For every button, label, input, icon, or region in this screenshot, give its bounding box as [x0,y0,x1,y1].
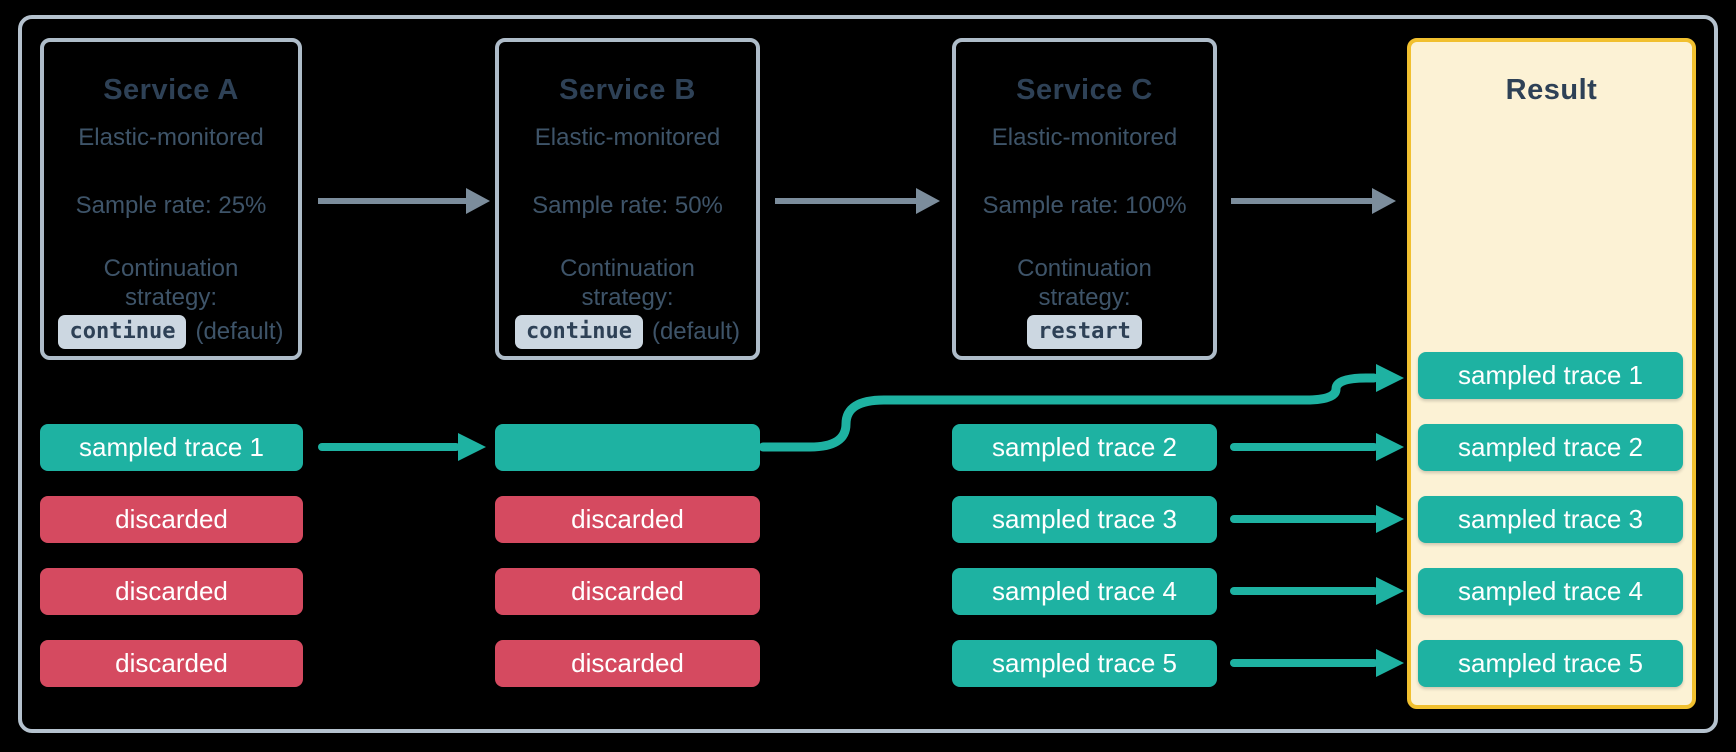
result-chip-sampled-5: sampled trace 5 [1418,640,1683,687]
result-chip-sampled-3: sampled trace 3 [1418,496,1683,543]
trace-chip-b-discarded-2: discarded [495,568,760,615]
trace-chip-b-discarded-1: discarded [495,496,760,543]
service-b-strategy-line2: strategy: [581,284,674,311]
service-a-box: Service A Elastic-monitored Sample rate:… [40,38,302,360]
service-c-box: Service C Elastic-monitored Sample rate:… [952,38,1217,360]
service-b-sample-rate: Sample rate: 50% [532,192,723,219]
service-b-strategy-suffix: (default) [651,318,740,345]
trace-chip-c-sampled-2: sampled trace 2 [952,424,1217,471]
trace-chip-c-sampled-5: sampled trace 5 [952,640,1217,687]
service-b-strategy-line1: Continuation [560,255,695,282]
trace-chip-b-discarded-3: discarded [495,640,760,687]
service-c-sample-rate: Sample rate: 100% [982,192,1187,219]
service-c-strategy-code: restart [1027,315,1142,349]
trace-chip-a-discarded-1: discarded [40,496,303,543]
trace-chip-a-discarded-2: discarded [40,568,303,615]
result-title: Result [1505,74,1598,106]
trace-chip-c-sampled-3: sampled trace 3 [952,496,1217,543]
service-c-title: Service C [1016,74,1153,106]
result-chip-sampled-4: sampled trace 4 [1418,568,1683,615]
trace-chip-a-sampled-1: sampled trace 1 [40,424,303,471]
service-a-strategy-line1: Continuation [103,255,239,282]
service-c-strategy-line1: Continuation [1017,255,1152,282]
service-b-strategy-code: continue [514,315,643,349]
service-c-strategy-line2: strategy: [1038,284,1131,311]
service-a-strategy-line2: strategy: [124,284,218,311]
result-chip-sampled-2: sampled trace 2 [1418,424,1683,471]
service-a-sample-rate: Sample rate: 25% [75,192,267,219]
trace-chip-a-discarded-3: discarded [40,640,303,687]
service-b-strategy-value-row: continue (default) [499,315,756,349]
service-b-title: Service B [559,74,696,106]
diagram-frame [18,15,1718,733]
service-b-box: Service B Elastic-monitored Sample rate:… [495,38,760,360]
service-a-strategy-value-row: continue (default) [44,315,298,349]
result-chip-sampled-1: sampled trace 1 [1418,352,1683,399]
trace-chip-b-continued-blank [495,424,760,471]
service-a-strategy-suffix: (default) [195,318,284,345]
service-c-monitored-label: Elastic-monitored [991,124,1178,151]
service-a-strategy-code: continue [58,315,187,349]
trace-chip-c-sampled-4: sampled trace 4 [952,568,1217,615]
service-a-monitored-label: Elastic-monitored [78,124,264,151]
service-c-strategy-value-row: restart [956,315,1213,349]
service-a-title: Service A [103,74,239,106]
service-b-monitored-label: Elastic-monitored [534,124,721,151]
